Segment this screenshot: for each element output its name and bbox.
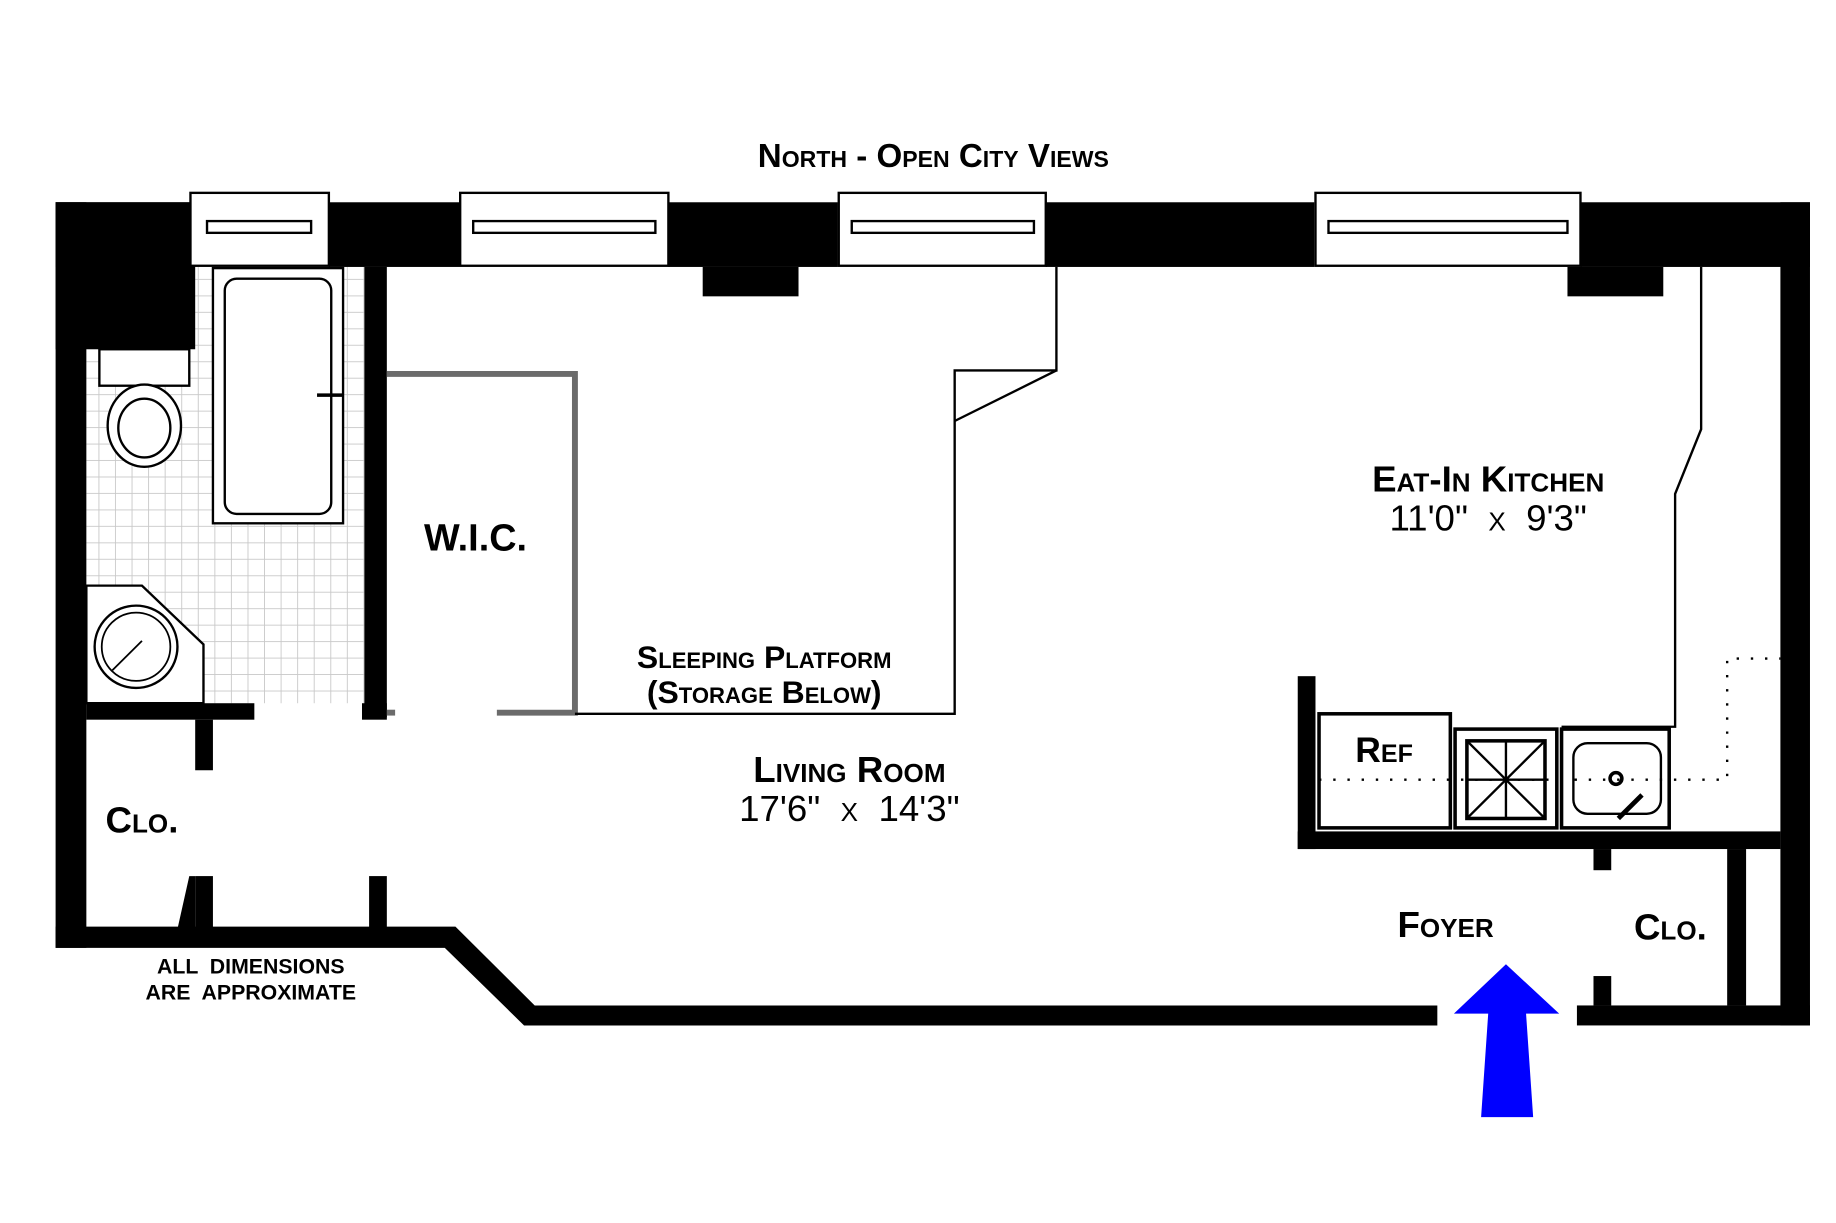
ref-label: Ref — [1355, 731, 1413, 770]
kitchen-partition — [1561, 266, 1703, 728]
bathtub — [211, 266, 345, 525]
orientation-label: North - Open City Views — [758, 137, 1109, 174]
foyer-label: Foyer — [1397, 904, 1494, 945]
windows — [189, 191, 1582, 267]
sleeping-platform-outline — [574, 266, 1058, 715]
toilet — [98, 348, 191, 469]
counter-dotted-line — [1319, 657, 1781, 781]
entry-arrow-icon — [1453, 964, 1560, 1118]
disclaimer-line1: ALL DIMENSIONS — [157, 956, 345, 979]
closet-left-label: Clo. — [106, 800, 179, 841]
kitchen-dims: 11'0" x 9'3" — [1390, 497, 1587, 538]
refrigerator: Ref — [1317, 712, 1453, 830]
living-room-label: Living Room — [753, 749, 945, 790]
kitchen-sink — [1559, 727, 1671, 830]
kitchen-label: Eat-In Kitchen — [1372, 459, 1604, 500]
closet-right-label: Clo. — [1634, 907, 1707, 948]
disclaimer-line2: ARE APPROXIMATE — [146, 982, 356, 1005]
wic-outline — [386, 371, 578, 716]
sleeping-platform-note: (Storage Below) — [647, 674, 882, 710]
bathroom-sink — [85, 584, 205, 705]
living-room-dims: 17'6" x 14'3" — [739, 788, 959, 829]
wic-label: W.I.C. — [424, 516, 527, 558]
sleeping-platform-label: Sleeping Platform — [637, 639, 892, 675]
walls — [55, 202, 1810, 1026]
